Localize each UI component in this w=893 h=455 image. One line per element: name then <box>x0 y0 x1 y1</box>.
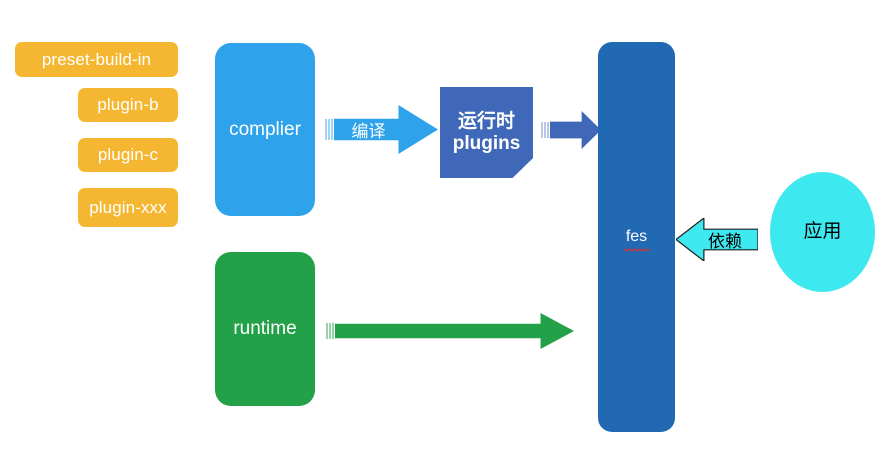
compile-arrow: 编译 <box>325 105 438 154</box>
runtime-to-fes-arrow-tail <box>326 323 334 339</box>
runtime-plugins-node[interactable]: 运行时 plugins <box>440 87 533 178</box>
spellcheck-squiggle-icon <box>623 248 650 252</box>
runtime-node[interactable]: runtime <box>215 252 315 406</box>
fes-label-wrap: fes <box>623 227 650 252</box>
runtime-plugins-label-line1: 运行时 <box>457 110 515 132</box>
app-node[interactable]: 应用 <box>770 172 875 292</box>
plugin-chip-label: preset-build-in <box>41 49 152 69</box>
plugin-chip-label: plugin-b <box>97 95 159 115</box>
runtime-to-fes-arrow-shaft <box>335 313 574 349</box>
fes-label: fes <box>625 227 648 245</box>
plugin-chip-plugin-b[interactable]: plugin-b <box>78 88 178 122</box>
runtime-to-fes-arrow <box>326 313 574 349</box>
note-fold-corner-icon <box>512 157 533 178</box>
compile-arrow-tail <box>325 118 333 141</box>
plugin-chip-plugin-c[interactable]: plugin-c <box>78 138 178 172</box>
plugins-to-fes-arrow-tail <box>541 121 549 139</box>
runtime-plugins-label-line2: plugins <box>452 132 521 154</box>
plugin-chip-label: plugin-c <box>97 145 159 165</box>
dependency-arrow: 依赖 <box>676 218 758 261</box>
dependency-arrow-shaft <box>676 218 758 261</box>
runtime-label: runtime <box>233 318 297 340</box>
plugin-chip-label: plugin-xxx <box>89 197 167 217</box>
plugin-chip-preset-build-in[interactable]: preset-build-in <box>15 42 178 77</box>
complier-label: complier <box>229 118 301 140</box>
fes-node[interactable]: fes <box>598 42 675 432</box>
compile-arrow-shaft <box>334 105 438 154</box>
plugins-to-fes-arrow <box>541 111 601 149</box>
complier-node[interactable]: complier <box>215 43 315 216</box>
plugin-chip-plugin-xxx[interactable]: plugin-xxx <box>78 188 178 227</box>
app-label: 应用 <box>803 221 842 243</box>
plugins-to-fes-arrow-shaft <box>550 111 601 149</box>
